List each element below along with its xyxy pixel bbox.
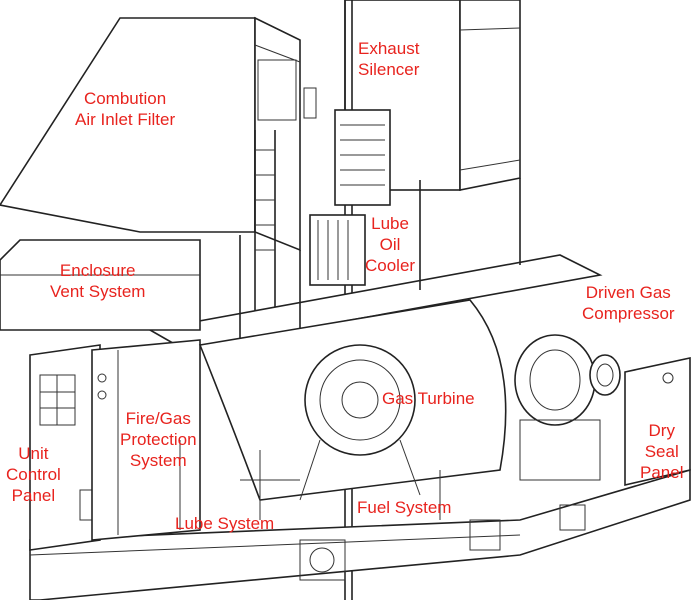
label-driven-gas-compressor: Driven Gas Compressor (582, 283, 675, 323)
label-lube-oil-cooler: Lube Oil Cooler (365, 214, 416, 275)
label-fire-gas-protection-system: Fire/Gas Protection System (120, 409, 197, 470)
skid-base (29, 468, 691, 600)
air-inlet-filter-housing (0, 16, 317, 252)
fire-gas-protection-cabinet (91, 339, 201, 541)
label-exhaust-silencer: Exhaust Silencer (358, 39, 420, 79)
piping (179, 440, 441, 530)
dry-seal-panel-cabinet (624, 357, 691, 487)
label-enclosure-vent-system: Enclosure Vent System (50, 261, 146, 301)
label-unit-control-panel: Unit Control Panel (6, 444, 61, 505)
label-gas-turbine: Gas Turbine (382, 389, 475, 408)
label-dry-seal-panel: Dry Seal Panel (640, 421, 684, 482)
driven-gas-compressor-unit (514, 334, 621, 481)
label-air-inlet-filter: Combution Air Inlet Filter (75, 89, 176, 129)
enclosure-vent-housing (0, 239, 201, 331)
label-lube-system: Lube System (175, 514, 275, 533)
label-fuel-system: Fuel System (357, 498, 452, 517)
access-ladder (254, 130, 276, 330)
gas-turbine-body (198, 299, 507, 501)
lube-oil-cooler (309, 109, 391, 286)
